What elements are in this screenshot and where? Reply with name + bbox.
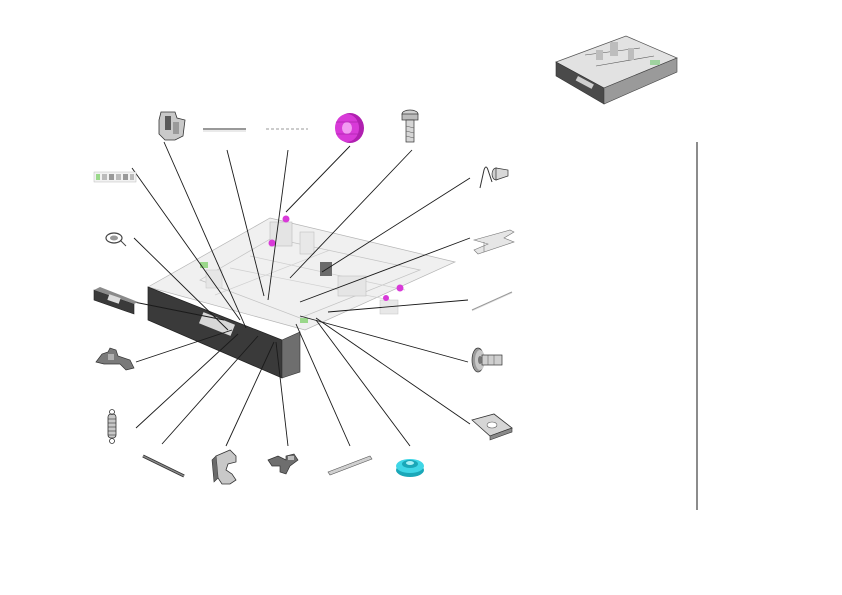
pin-icon: [471, 291, 513, 312]
bar-icon: [327, 455, 373, 476]
wire-spring-icon: [479, 166, 509, 189]
magenta-pin: [282, 215, 290, 223]
gear-icon: [335, 113, 364, 143]
spring-icon: [107, 409, 117, 444]
c-clip-icon: [211, 449, 237, 485]
bracket-icon: [95, 347, 135, 371]
lever-icon: [267, 453, 299, 475]
plate-icon: [471, 413, 513, 441]
leader-lines: [131, 141, 471, 447]
screw-icon: [401, 109, 419, 143]
screw-icon: [471, 347, 503, 373]
gear-icon: [396, 459, 424, 477]
handle-icon: [93, 287, 138, 315]
main-tray-assembly: [147, 215, 457, 379]
spring-icon: [105, 232, 127, 247]
label-strip-icon: [93, 171, 137, 183]
rod-icon: [142, 454, 185, 478]
thin-rod-icon: [203, 128, 246, 132]
bracket-icon: [472, 229, 515, 255]
assembled-tray-inset: [555, 35, 678, 105]
latch-clip-icon: [158, 111, 186, 141]
